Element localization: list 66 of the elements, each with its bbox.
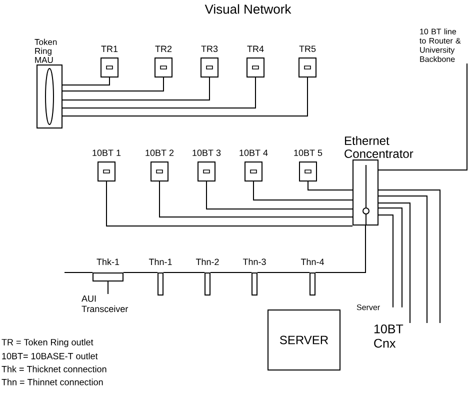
wall-outlet: TR2 (154, 46, 172, 78)
wall-outlet: 10BT 1 (92, 150, 121, 182)
node-label: 10BT 5 (294, 150, 322, 156)
title: Visual Network (204, 4, 292, 14)
cable (106, 181, 353, 226)
cable (378, 196, 428, 324)
node-label: Thn-2 (196, 258, 219, 265)
concentrator-box: Ethernet Concentrator (344, 136, 414, 226)
cable (123, 272, 158, 273)
node-label: TR3 (201, 46, 218, 52)
cable (210, 272, 252, 273)
cable (378, 202, 410, 324)
legend-note: Thk = Thicknet connection (2, 366, 106, 372)
node-label: TR5 (299, 46, 316, 52)
wall-outlet: 10BT 2 (146, 150, 174, 182)
cable (62, 77, 256, 108)
node-label: Thn-3 (242, 258, 266, 265)
cable (257, 272, 310, 273)
cable (62, 77, 210, 100)
tap-connector: Thn-1 (148, 258, 172, 296)
node-label: TR4 (247, 46, 264, 52)
cable (159, 181, 353, 218)
node-label: Thn-1 (148, 258, 172, 265)
cable (163, 272, 205, 273)
node-label: TR2 (155, 46, 172, 52)
wall-outlet: TR4 (246, 46, 264, 78)
tap-connector: Thn-4 (300, 258, 324, 296)
cable (62, 77, 110, 86)
cable (206, 181, 353, 210)
node-label: 10BT 2 (146, 150, 174, 156)
cable (378, 190, 440, 324)
wall-outlet: 10BT 5 (294, 150, 322, 182)
tap-connector: Thn-2 (196, 258, 219, 296)
callout-text: 10BT Cnx (374, 324, 404, 348)
node-label: Ethernet Concentrator (344, 136, 414, 158)
tap-connector: Thn-3 (242, 258, 266, 296)
node-label: 10BT 3 (192, 150, 221, 156)
wall-outlet: TR1 (100, 46, 118, 78)
node-label: Thk-1 (96, 258, 120, 265)
wall-outlet: TR5 (298, 46, 316, 78)
node-label: TR1 (101, 46, 118, 52)
callout-text: 10 BT line to Router & University Backbone (420, 28, 461, 62)
server-box: SERVER (268, 309, 340, 370)
cable (315, 225, 366, 273)
cable (64, 272, 93, 273)
legend-note: Thn = Thinnet connection (2, 378, 103, 386)
cable (378, 62, 468, 170)
tap-connector: Thk-1 (92, 258, 124, 282)
callout-text: Server (356, 304, 380, 310)
callout-text: AUI Transceiver (82, 295, 128, 312)
cable (378, 214, 394, 308)
cable (378, 208, 402, 308)
legend-note: 10BT= 10BASE-T outlet (2, 352, 98, 360)
cable (253, 181, 353, 200)
wall-outlet: 10BT 3 (192, 150, 221, 182)
node-label: Token Ring MAU (34, 38, 57, 63)
cable (308, 181, 353, 190)
wall-outlet: TR3 (200, 46, 218, 78)
node-label: 10BT 4 (240, 150, 268, 156)
cable (62, 77, 164, 92)
cable (62, 77, 308, 116)
legend-note: TR = Token Ring outlet (2, 338, 94, 348)
node-label: 10BT 1 (92, 150, 121, 156)
wall-outlet: 10BT 4 (240, 150, 268, 182)
node-label: Thn-4 (300, 258, 324, 265)
hub-box: Token Ring MAU (34, 38, 62, 128)
